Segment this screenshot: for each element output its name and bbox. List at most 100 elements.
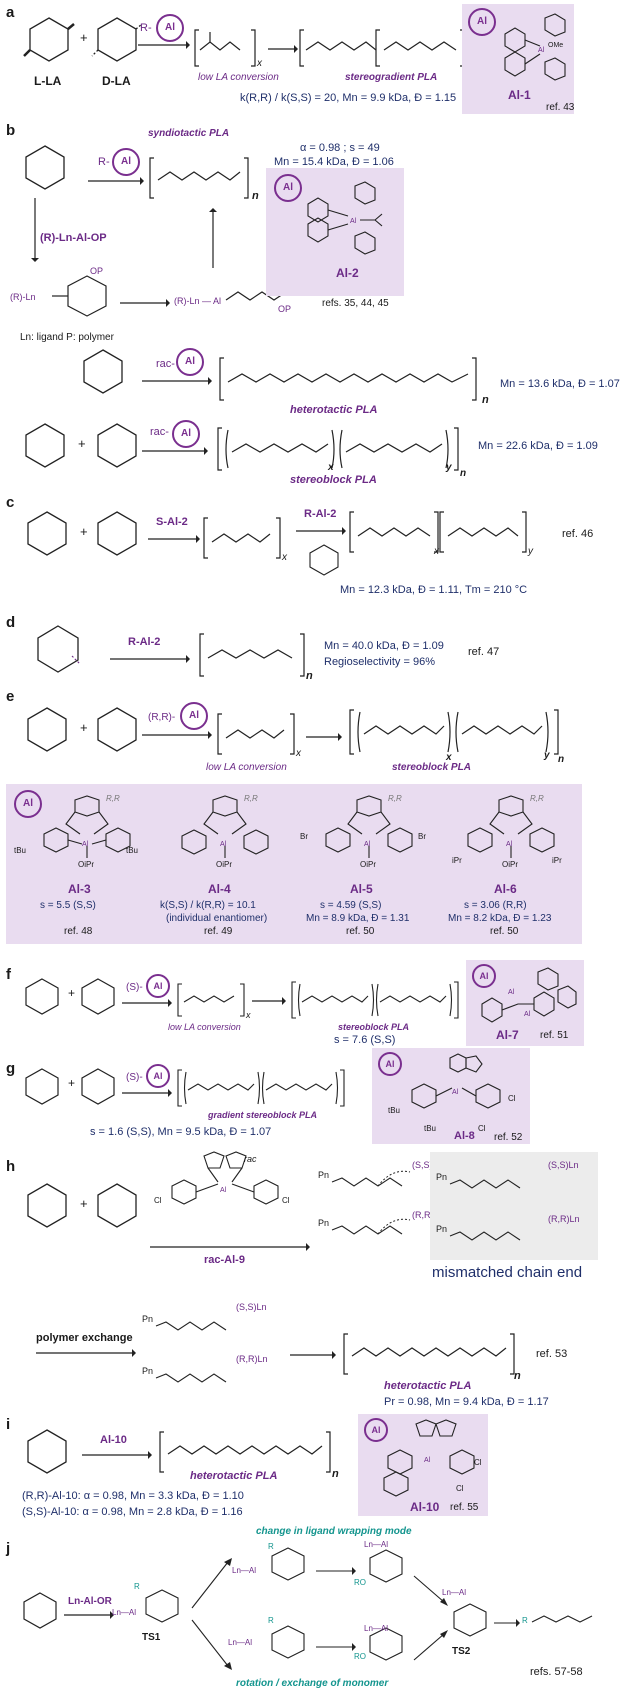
chain-rr-label: (R,R)Ln (412, 1210, 444, 1220)
subscript-n: n (252, 190, 259, 202)
panel-label: b (6, 122, 16, 139)
al-8-structure: Al (411, 1053, 501, 1109)
catalyst-stat-1: k(S,S) / k(R,R) = 10.1 (160, 900, 256, 911)
stats-mn: Mn = 40.0 kDa, Đ = 1.09 (324, 640, 444, 652)
reference: ref. 46 (562, 528, 594, 540)
upper-ln-al-2: Ln—Al (364, 1540, 389, 1549)
substituent-tbu-2: tBu (424, 1124, 437, 1133)
substituent-left: Br (300, 832, 308, 841)
ts2-ln-al: Ln—Al (442, 1588, 467, 1597)
catalyst: Al-10 (100, 1434, 127, 1446)
panel-label: j (6, 1540, 11, 1557)
upper-arrow (316, 1567, 356, 1575)
exchange-label: polymer exchange (36, 1332, 133, 1344)
top-note: change in ligand wrapping mode (256, 1526, 412, 1537)
catalyst-prefix: (S)- (126, 982, 143, 993)
al-10-structure: Al (383, 1419, 475, 1497)
substituent-left: iPr (452, 856, 462, 865)
product-label: heterotactic PLA (190, 1470, 278, 1482)
catalyst-card-al-4: Al R,R OiPr Al-4 k(S,S) / k(R,R) = 10.1 … (156, 788, 292, 938)
al-catalyst-icon: Al (156, 14, 184, 42)
panel-label: h (6, 1158, 16, 1175)
al-catalyst-icon: Al (378, 1052, 402, 1076)
alkoxy-label: OiPr (78, 860, 94, 869)
subscript-x: x (282, 552, 287, 563)
catalyst: R-Al-2 (128, 636, 161, 648)
chain-ss-label: (S,S)Ln (412, 1160, 443, 1170)
d-la-structure (91, 17, 143, 62)
lower-arrow (316, 1643, 356, 1651)
catalyst-name: Al-7 (496, 1028, 519, 1042)
reference: ref. 47 (468, 646, 500, 658)
lower-intermediate-2 (369, 1627, 403, 1661)
ts2-structure (453, 1603, 487, 1637)
stats-ss: (S,S)-Al-10: α = 0.98, Mn = 2.8 kDa, Đ =… (22, 1506, 243, 1518)
lower-ln-al: Ln—Al (228, 1638, 253, 1647)
al-9-structure: Al (171, 1151, 279, 1205)
al-catalyst-icon: Al (176, 348, 204, 376)
panel-a: a L-LA + D-LA R- Al x low LA conversion … (0, 0, 644, 118)
pn-label-4: Pn (436, 1224, 448, 1234)
substituent-right: Br (418, 832, 426, 841)
svg-text:Al: Al (220, 1187, 227, 1194)
product-r-label: R (522, 1616, 528, 1625)
svg-text:Al: Al (506, 841, 513, 848)
panel-c: c + S-Al-2 x R-Al-2 x y ref. 46 Mn = 12.… (0, 494, 644, 609)
panel-label: i (6, 1416, 11, 1433)
up-arrow (209, 208, 217, 268)
panel-e: e + (R,R)- Al x low LA conversion x y n … (0, 688, 644, 958)
l-la-structure (25, 1068, 59, 1105)
subscript-y: y (544, 750, 550, 761)
subscript-x: x (257, 58, 262, 69)
plus-sign: + (80, 1196, 88, 1211)
svg-text:Al: Al (82, 841, 89, 848)
op-label: OP (90, 266, 104, 276)
substituent-cl-2: Cl (478, 1124, 486, 1133)
al-catalyst-icon: Al (180, 702, 208, 730)
reaction-arrow (142, 377, 212, 385)
substituent-right: tBu (126, 846, 139, 855)
subscript-x: x (446, 752, 452, 763)
catalyst-card-al-6: Al R,R iPr iPr OiPr Al-6 s = 3.06 (R,R) … (440, 788, 580, 938)
r-label-3: R (268, 1616, 274, 1625)
panel-g: g + (S)- Al gradient stereoblock PLA s =… (0, 1048, 644, 1148)
panel-b-stereoblock: + rac- Al x y n Mn = 22.6 kDa, Đ = 1.09 (0, 420, 644, 490)
stereoblock-polymer (349, 709, 559, 755)
ome-label: OMe (548, 42, 564, 49)
al-catalyst-icon: Al (146, 1064, 170, 1088)
catalyst-card-al-3: Al R,R tBu tBu OiPr Al-3 s = 5.5 (S,S) r… (14, 788, 150, 938)
subscript-n: n (306, 670, 313, 682)
subscript-x: x (296, 748, 301, 759)
catalyst-ref: ref. 50 (346, 926, 375, 937)
catalyst-stat-2: Mn = 8.9 kDa, Đ = 1.31 (306, 913, 410, 924)
catalyst: rac-Al-9 (204, 1254, 245, 1266)
branch-arrow-down (191, 1619, 232, 1670)
substituent-right: iPr (552, 856, 562, 865)
d-la-structure (97, 423, 137, 468)
rr-label: R,R (244, 794, 258, 803)
syndiotactic-polymer (149, 157, 249, 199)
plus-sign: + (78, 436, 86, 451)
reagent-label: Ln-Al-OR (68, 1596, 112, 1607)
low-conversion-note: low LA conversion (198, 72, 279, 83)
catalyst-ref: ref. 50 (490, 926, 519, 937)
ro-label: RO (354, 1578, 366, 1587)
reaction-arrow (122, 1089, 172, 1097)
al-catalyst-icon: Al (468, 8, 496, 36)
plus-sign: + (68, 1076, 76, 1090)
plus-sign: + (80, 720, 88, 735)
right-arrow (120, 299, 170, 307)
catalyst-name: Al-4 (208, 882, 231, 896)
catalyst-stat-1: s = 5.5 (S,S) (40, 900, 96, 911)
substituent-left: tBu (14, 846, 27, 855)
exchange-rr-label: (R,R)Ln (236, 1354, 268, 1364)
upper-ln-al: Ln—Al (232, 1566, 257, 1575)
catalyst-stat-1: s = 3.06 (R,R) (464, 900, 527, 911)
heterotactic-polymer (159, 1431, 331, 1473)
stereoblock-polymer (291, 981, 459, 1019)
panel-label: g (6, 1060, 16, 1077)
mismatch-chain-ss (449, 1179, 521, 1189)
catalyst-name: Al-2 (336, 266, 359, 280)
ts1-label: TS1 (142, 1632, 161, 1643)
mismatch-rr-label: (R,R)Ln (548, 1214, 580, 1224)
